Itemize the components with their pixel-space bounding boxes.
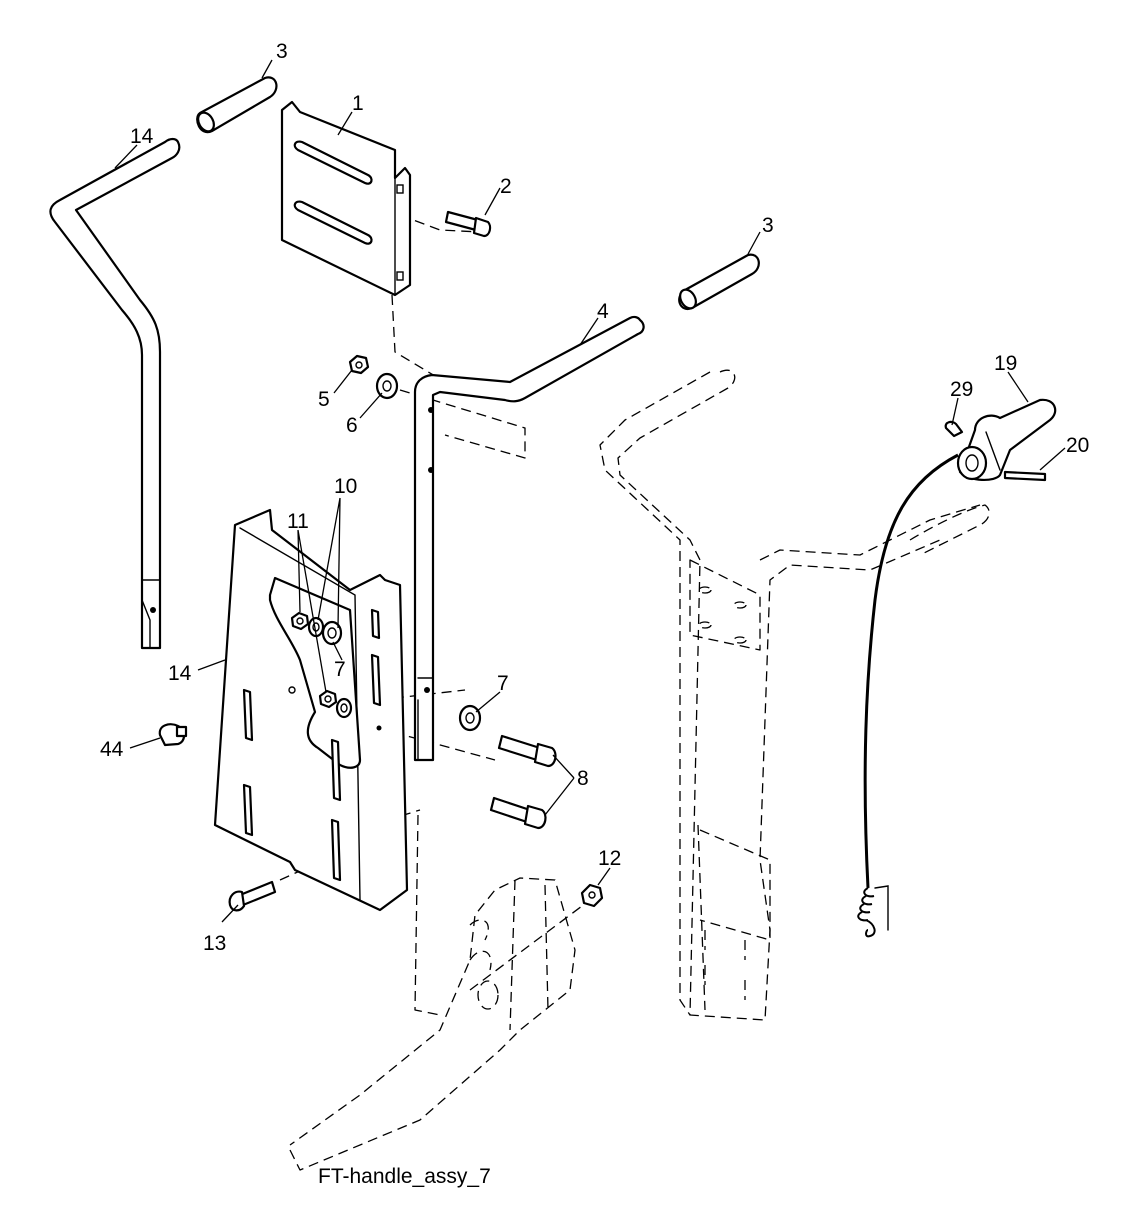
part-44-cable-clip [158, 723, 188, 747]
callout-12: 12 [598, 847, 621, 870]
part-16-left-handle [49, 137, 181, 650]
callout-labels: 3 1 14 2 3 4 5 6 19 29 20 10 11 7 7 14 4… [100, 40, 1089, 955]
part-2-bolt [444, 210, 492, 238]
part-11-nuts [290, 611, 338, 709]
part-7-washer [458, 704, 482, 732]
control-cable [857, 453, 959, 938]
part-5-nut [348, 354, 370, 375]
callout-4: 4 [597, 300, 609, 323]
callout-1: 1 [352, 92, 364, 115]
phantom-lower-lever [289, 814, 576, 1171]
part-12-flange-nut [580, 883, 604, 908]
callout-19: 19 [994, 352, 1017, 375]
phantom-handle-frame [599, 369, 990, 1021]
callout-7-left: 7 [334, 658, 346, 681]
callout-11: 11 [287, 510, 309, 533]
callout-6: 6 [346, 414, 358, 437]
part-4-main-handle [413, 315, 645, 762]
callout-8: 8 [577, 767, 589, 790]
part-14-bracket [213, 508, 409, 912]
callout-44: 44 [100, 738, 124, 761]
callout-29: 29 [950, 378, 973, 401]
part-8-bolt-lower [489, 796, 547, 830]
callout-14: 14 [168, 662, 192, 685]
part-3-grip-right [678, 253, 760, 311]
callout-3-right: 3 [762, 214, 774, 237]
leader-lines [114, 59, 1066, 923]
callout-13: 13 [203, 932, 226, 955]
part-8-bolt-upper [497, 734, 557, 768]
callout-16: 14 [130, 125, 154, 148]
callout-10: 10 [334, 475, 357, 498]
callout-2: 2 [500, 175, 512, 198]
part-19-control-lever [956, 398, 1057, 481]
callout-20: 20 [1066, 434, 1089, 457]
part-3-grip-upper [196, 76, 278, 134]
part-29-clip [944, 420, 964, 438]
callout-7-right: 7 [497, 672, 509, 695]
part-1-plate [280, 100, 412, 297]
part-6-washer [375, 372, 399, 400]
callout-5: 5 [318, 388, 330, 411]
part-13-carriage-bolt [228, 880, 277, 912]
callout-3-upper: 3 [276, 40, 288, 63]
diagram-caption: FT-handle_assy_7 [318, 1165, 491, 1188]
part-20-spring-pin [1003, 470, 1047, 482]
